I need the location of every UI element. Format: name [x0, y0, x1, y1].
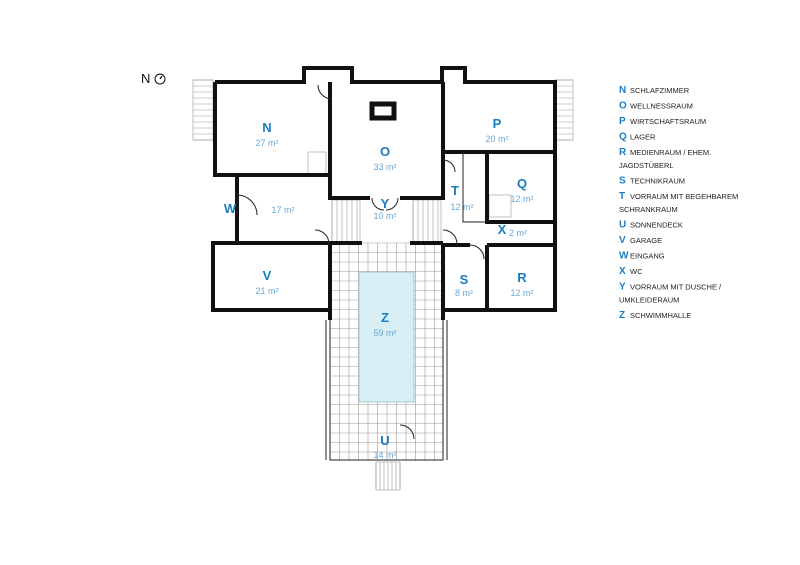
room-area: 59 m²: [373, 328, 396, 338]
legend-letter: V: [619, 235, 626, 246]
legend-text: GARAGE: [630, 236, 662, 245]
room-area: 12 m²: [510, 288, 533, 298]
room-r: R 12 m²: [510, 270, 533, 298]
room-v: V 21 m²: [255, 268, 278, 296]
room-z: Z 59 m²: [373, 310, 396, 338]
legend-letter: U: [619, 220, 626, 231]
doors: [236, 84, 485, 440]
legend-text: VORRAUM MIT DUSCHE /: [630, 283, 722, 292]
room-area: 21 m²: [255, 286, 278, 296]
legend-item: V GARAGE: [619, 235, 662, 246]
room-o: O 33 m²: [373, 144, 396, 172]
room-letter: V: [263, 268, 272, 283]
legend-letter: T: [619, 191, 625, 202]
room-area: 10 m²: [373, 211, 396, 221]
legend-item: Y VORRAUM MIT DUSCHE / UMKLEIDERAUM: [619, 282, 722, 305]
legend-text-continued: JAGDSTÜBERL: [619, 161, 674, 170]
fireplace: [369, 101, 397, 121]
legend-item: N SCHLAFZIMMER: [619, 85, 690, 96]
legend-text: SCHWIMMHALLE: [630, 311, 691, 320]
room-area: 2 m²: [509, 228, 527, 238]
room-p: P 20 m²: [485, 116, 508, 144]
room-letter: Y: [381, 196, 390, 211]
room-w: W 17 m²: [224, 201, 295, 216]
room-letter: O: [380, 144, 390, 159]
legend-item: Z SCHWIMMHALLE: [619, 310, 691, 321]
legend-item: X WC: [619, 266, 643, 277]
walls: [211, 66, 557, 461]
legend-letter: Y: [619, 282, 626, 293]
legend-letter: S: [619, 176, 626, 187]
room-letter: W: [224, 201, 237, 216]
legend-letter: X: [619, 266, 626, 277]
legend-text: EINGANG: [630, 252, 665, 261]
legend-text: SONNENDECK: [630, 221, 683, 230]
room-letter: S: [460, 272, 469, 287]
room-area: 8 m²: [455, 288, 473, 298]
legend-letter: N: [619, 85, 626, 96]
legend-text: LAGER: [630, 133, 656, 142]
legend-item: S TECHNIKRAUM: [619, 176, 685, 187]
legend-text-continued: UMKLEIDERAUM: [619, 296, 679, 305]
legend-item: P WIRTSCHAFTSRAUM: [619, 116, 706, 127]
legend-text: TECHNIKRAUM: [630, 177, 685, 186]
legend-text: MEDIENRAUM / EHEM.: [630, 148, 711, 157]
room-area: 14 m²: [373, 450, 396, 460]
legend-item: U SONNENDECK: [619, 220, 683, 231]
room-area: 12 m²: [450, 202, 473, 212]
room-s: S8 m²: [455, 272, 473, 298]
room-n: N 27 m²: [255, 120, 278, 148]
legend-letter: R: [619, 147, 627, 158]
room-t: T 12 m²: [450, 183, 473, 212]
legend-letter: P: [619, 116, 626, 127]
legend-letter: W: [619, 251, 629, 262]
legend-text: SCHLAFZIMMER: [630, 86, 690, 95]
room-area: 12 m²: [510, 194, 533, 204]
north-label: N: [141, 71, 150, 86]
room-q: Q 12 m²: [510, 176, 533, 204]
room-area: 27 m²: [255, 138, 278, 148]
room-u: U 14 m²: [373, 433, 396, 460]
legend-text: WC: [630, 267, 643, 276]
room-letter: P: [493, 116, 502, 131]
room-letter: R: [517, 270, 527, 285]
room-letter: Z: [381, 310, 389, 325]
room-y: Y10 m²: [373, 196, 396, 221]
room-letter: X: [498, 222, 507, 237]
room-area: 17 m²: [271, 205, 294, 215]
room-letter: T: [451, 183, 459, 198]
legend-letter: Q: [619, 132, 627, 143]
room-area: 20 m²: [485, 134, 508, 144]
legend-item: T VORRAUM MIT BEGEHBAREM SCHRANKRAUM: [619, 191, 738, 214]
compass-icon: [154, 73, 166, 85]
legend-text: WELLNESSRAUM: [630, 102, 693, 111]
legend-text: VORRAUM MIT BEGEHBAREM: [630, 192, 738, 201]
legend-letter: Z: [619, 310, 625, 321]
room-letter: N: [262, 120, 271, 135]
room-letter: Q: [517, 176, 527, 191]
legend-text-continued: SCHRANKRAUM: [619, 205, 678, 214]
legend-text: WIRTSCHAFTSRAUM: [630, 117, 706, 126]
room-area: 33 m²: [373, 162, 396, 172]
legend-letter: O: [619, 101, 627, 112]
room-letter: U: [380, 433, 389, 448]
swimming-pool: [358, 271, 415, 403]
